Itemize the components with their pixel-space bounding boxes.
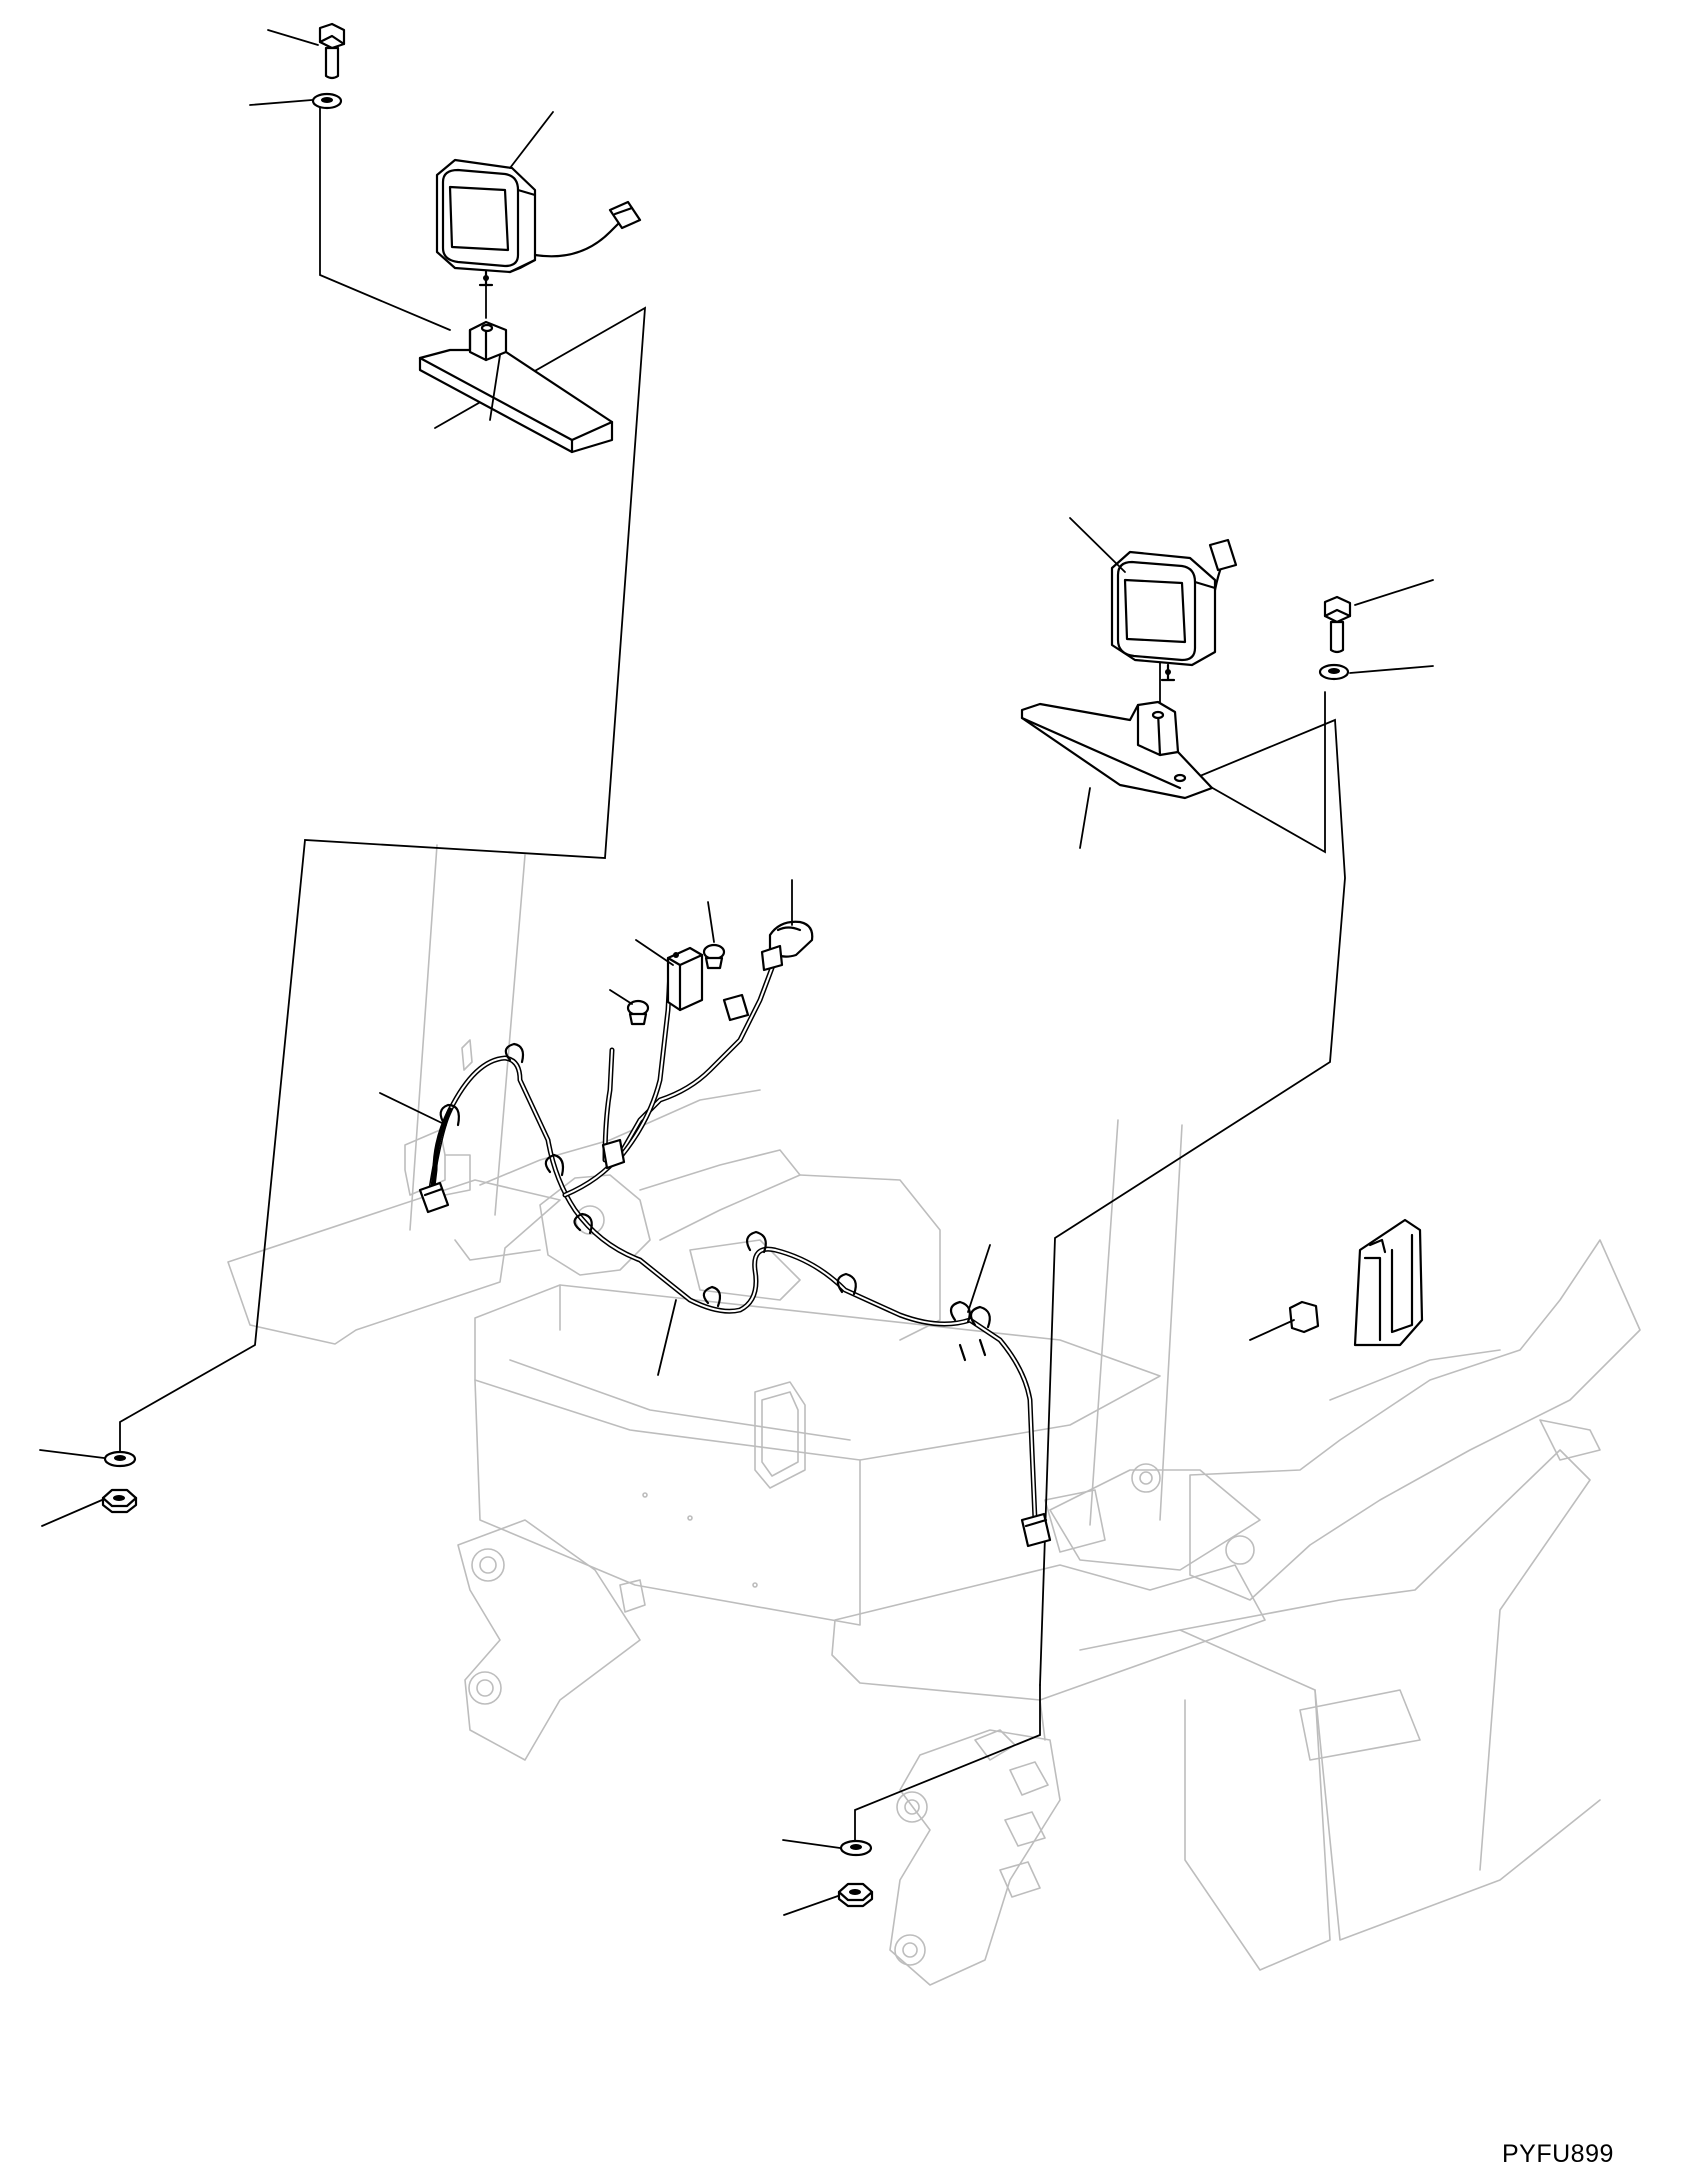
washer-center-bottom bbox=[839, 1839, 873, 1857]
connector-icon bbox=[1208, 538, 1238, 572]
relay-icon bbox=[1288, 1300, 1320, 1334]
connector-icon bbox=[608, 200, 642, 230]
lamp-bracket-right bbox=[1020, 700, 1214, 800]
bolt-right-top bbox=[1323, 595, 1352, 654]
connector-icon bbox=[760, 920, 814, 972]
connector-icon bbox=[418, 1181, 450, 1214]
machine-frame-reference bbox=[227, 844, 1641, 1986]
screw-relay-upper bbox=[702, 943, 726, 970]
bolt-left-top bbox=[318, 22, 346, 80]
washer-icon bbox=[1318, 663, 1350, 681]
harness-connectors bbox=[418, 993, 1052, 1548]
relay-right bbox=[1288, 1300, 1320, 1334]
washer-left-bottom bbox=[103, 1450, 137, 1468]
connector-icon bbox=[1020, 1512, 1052, 1548]
washer-left-top bbox=[311, 92, 343, 110]
relay-holder-bracket bbox=[1353, 1218, 1424, 1347]
washer-icon bbox=[311, 92, 343, 110]
screw-relay-lower bbox=[626, 999, 650, 1026]
bolt-icon bbox=[318, 22, 346, 80]
washer-icon bbox=[103, 1450, 137, 1468]
work-lamp-icon bbox=[435, 158, 537, 274]
nut-left-bottom bbox=[101, 1488, 138, 1514]
callout-leaders bbox=[39, 29, 1434, 1916]
nut-icon bbox=[101, 1488, 138, 1514]
wiring-harness bbox=[427, 957, 1038, 1523]
work-lamp-left bbox=[435, 158, 642, 287]
assembly-guide-lines bbox=[119, 99, 1346, 1841]
washer-right-top bbox=[1318, 663, 1350, 681]
bolt-icon bbox=[1323, 595, 1352, 654]
nut-icon bbox=[837, 1882, 874, 1908]
connector-icon bbox=[601, 1138, 626, 1170]
relay-icon bbox=[666, 946, 704, 1012]
work-lamp-icon bbox=[1110, 550, 1217, 667]
drawing-code-label: PYFU899 bbox=[1502, 2140, 1614, 2168]
connector-icon bbox=[722, 993, 750, 1022]
work-lamp-right bbox=[1110, 538, 1238, 682]
nut-center-bottom bbox=[837, 1882, 874, 1908]
lamp-bracket-left bbox=[418, 320, 614, 454]
relay bbox=[666, 946, 704, 1012]
washer-icon bbox=[839, 1839, 873, 1857]
clip-icon bbox=[439, 1042, 991, 1362]
grommet-plug bbox=[760, 920, 814, 972]
